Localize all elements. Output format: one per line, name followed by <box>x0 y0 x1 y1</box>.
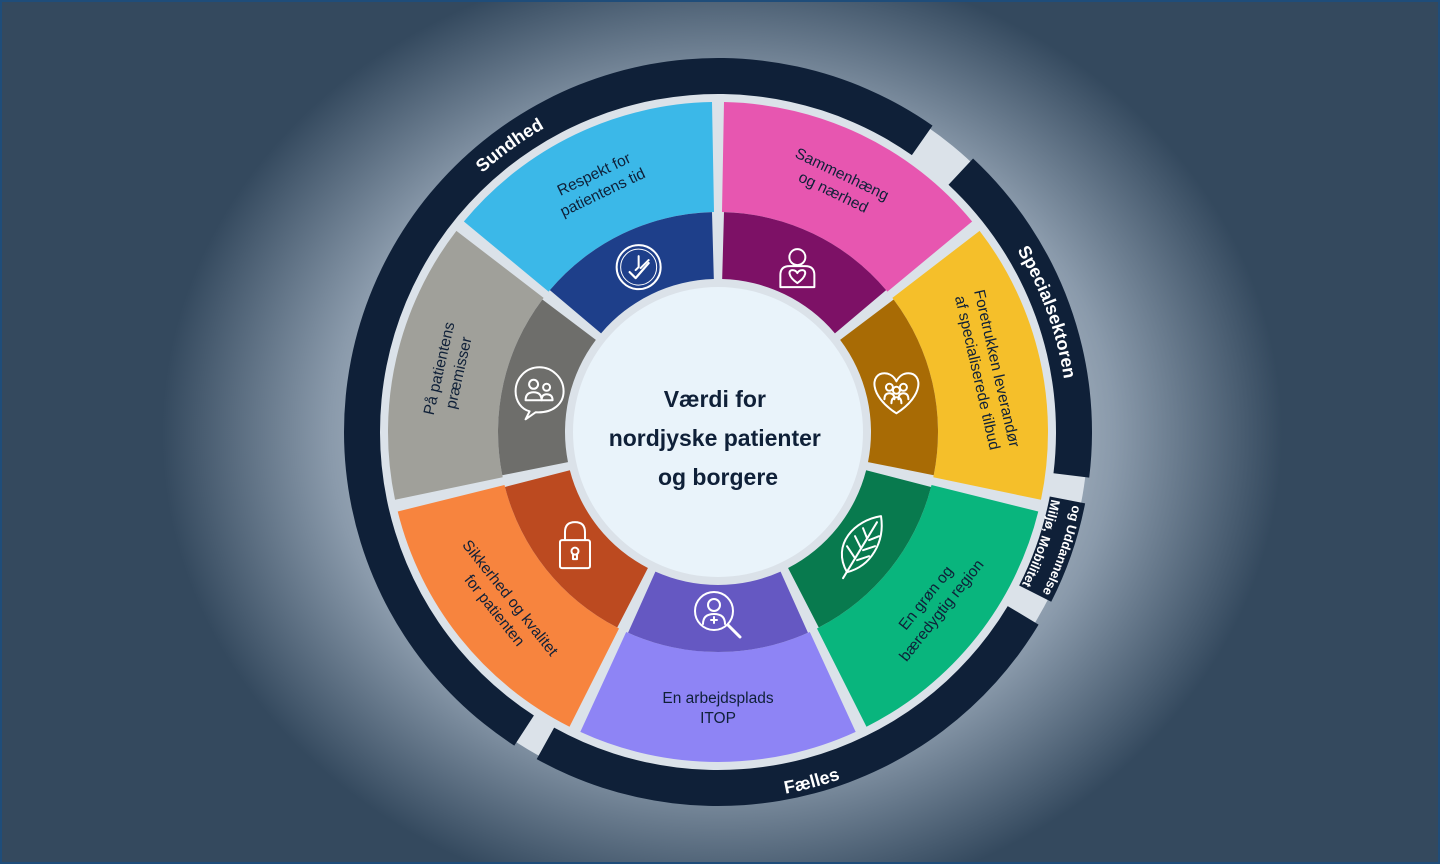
heart-people-icon <box>873 372 920 415</box>
segment-foretrukken-inner <box>840 299 938 476</box>
center-title-line-2: nordjyske patienter <box>609 425 821 451</box>
segment-foretrukken-outer <box>892 230 1048 500</box>
segment-praemisser-outer <box>388 230 544 500</box>
segment-arbejdsplads-inner <box>628 571 808 652</box>
segment-sikkerhed: Sikkerhed og kvalitetfor patienten <box>397 470 648 727</box>
clock-icon <box>615 244 662 291</box>
center-title-line-3: og borgere <box>658 464 778 490</box>
segment-groen-outer <box>816 485 1039 727</box>
person-heart-icon <box>779 248 816 289</box>
segment-sammenhaeng: Sammenhængog nærhed <box>721 102 973 334</box>
speech-people-icon <box>514 366 565 421</box>
center-hub: Værdi for nordjyske patienter og borgere <box>573 287 863 577</box>
segment-groen-inner <box>788 470 932 628</box>
leaf-icon <box>840 515 883 580</box>
segment-sikkerhed-outer <box>397 485 620 727</box>
segment-respekt-inner <box>549 212 714 334</box>
ring-band-sundhed <box>344 58 933 746</box>
segment-foretrukken: Foretrukken leverandøraf specialiserede … <box>840 230 1048 500</box>
magnifier-person-icon <box>694 591 742 639</box>
segment-sammenhaeng-outer <box>721 102 973 292</box>
segment-arbejdsplads-outer <box>580 631 856 762</box>
segment-arbejdsplads-label-line: En arbejdsplads <box>662 690 773 707</box>
segment-arbejdsplads-label-line: ITOP <box>700 710 736 727</box>
padlock-icon <box>558 521 591 570</box>
segment-praemisser-inner <box>497 299 596 476</box>
segment-respekt-outer <box>463 102 715 292</box>
segment-groen: En grøn ogbæredygtig region <box>788 470 1039 727</box>
center-title: Værdi for nordjyske patienter og borgere <box>609 386 828 490</box>
segment-praemisser: På patientenspræmisser <box>388 230 596 500</box>
ring-band-specialsektoren <box>948 158 1092 478</box>
ring-band-faelles <box>536 606 1039 806</box>
segment-sammenhaeng-inner <box>722 212 887 334</box>
segment-respekt: Respekt forpatientens tid <box>463 102 715 334</box>
ring-band-miljoe <box>1019 496 1086 602</box>
center-title-line-1: Værdi for <box>664 386 766 412</box>
center-circle <box>573 287 863 577</box>
